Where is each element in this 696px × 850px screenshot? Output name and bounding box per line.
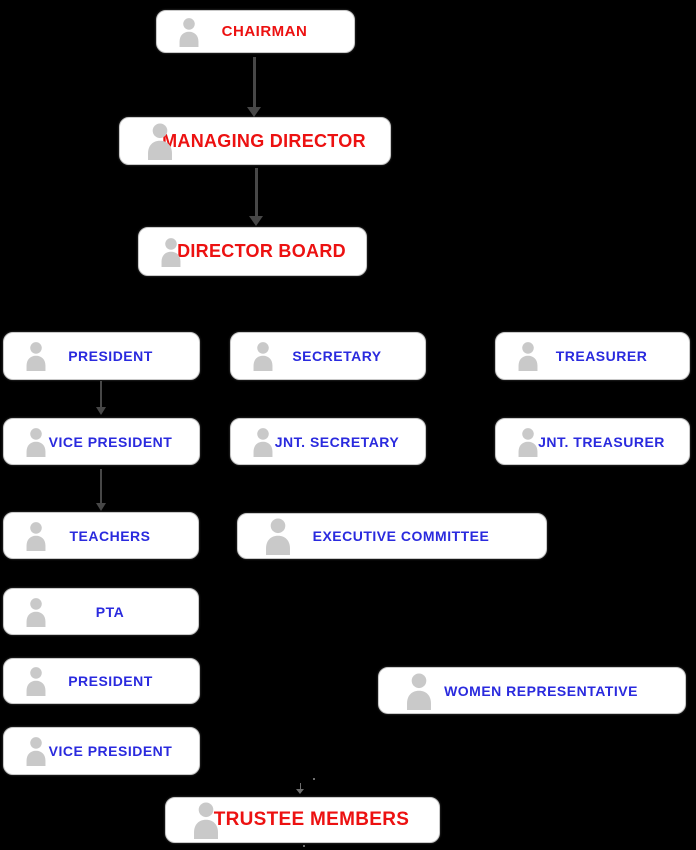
person-icon bbox=[22, 427, 50, 457]
node-trustee-members: TRUSTEE MEMBERS bbox=[165, 797, 440, 843]
edge-vice-president-teachers bbox=[100, 469, 102, 504]
node-label: TREASURER bbox=[555, 348, 648, 364]
node-label: CHAIRMAN bbox=[221, 23, 308, 40]
node-pta-president: PRESIDENT bbox=[3, 658, 200, 704]
node-director-board: DIRECTOR BOARD bbox=[138, 227, 367, 276]
person-icon bbox=[22, 736, 50, 766]
person-icon bbox=[22, 341, 50, 371]
node-label: MANAGING DIRECTOR bbox=[162, 130, 366, 151]
node-jnt-treasurer: JNT. TREASURER bbox=[495, 418, 690, 465]
node-label: TRUSTEE MEMBERS bbox=[213, 809, 410, 830]
node-pta-vice-president: VICE PRESIDENT bbox=[3, 727, 200, 775]
node-teachers: TEACHERS bbox=[3, 512, 199, 559]
node-label: EXECUTIVE COMMITTEE bbox=[312, 528, 490, 544]
person-icon bbox=[22, 597, 50, 627]
person-icon bbox=[188, 801, 224, 839]
node-vice-president: VICE PRESIDENT bbox=[3, 418, 200, 465]
node-label: PTA bbox=[95, 603, 125, 620]
faint-dot bbox=[303, 845, 305, 847]
node-label: VICE PRESIDENT bbox=[48, 743, 173, 759]
node-pta: PTA bbox=[3, 588, 199, 635]
edge-president-vice-president bbox=[100, 381, 102, 408]
arrowhead-icon bbox=[247, 107, 261, 117]
arrowhead-icon bbox=[96, 407, 106, 415]
node-label: TEACHERS bbox=[69, 527, 151, 544]
person-icon bbox=[22, 666, 50, 696]
arrowhead-icon bbox=[96, 503, 106, 511]
node-label: DIRECTOR BOARD bbox=[177, 241, 346, 261]
node-label: VICE PRESIDENT bbox=[48, 433, 173, 450]
person-icon bbox=[22, 521, 50, 551]
node-treasurer: TREASURER bbox=[495, 332, 690, 380]
person-icon bbox=[175, 17, 203, 47]
node-label: SECRETARY bbox=[292, 348, 382, 364]
edge-managing-director-director-board bbox=[255, 168, 258, 217]
node-president: PRESIDENT bbox=[3, 332, 200, 380]
node-women-representative: WOMEN REPRESENTATIVE bbox=[378, 667, 686, 714]
person-icon bbox=[260, 517, 296, 555]
node-managing-director: MANAGING DIRECTOR bbox=[119, 117, 391, 165]
node-label: PRESIDENT bbox=[68, 673, 153, 689]
person-icon bbox=[249, 427, 277, 457]
node-secretary: SECRETARY bbox=[230, 332, 426, 380]
faint-dot bbox=[313, 778, 315, 780]
node-executive-committee: EXECUTIVE COMMITTEE bbox=[237, 513, 547, 559]
node-label: PRESIDENT bbox=[68, 348, 153, 364]
person-icon bbox=[142, 122, 178, 160]
node-label: WOMEN REPRESENTATIVE bbox=[444, 682, 638, 699]
node-chairman: CHAIRMAN bbox=[156, 10, 355, 53]
arrowhead-icon bbox=[249, 216, 263, 226]
node-jnt-secretary: JNT. SECRETARY bbox=[230, 418, 426, 465]
edge-chairman-managing-director bbox=[253, 57, 256, 107]
arrowhead-icon bbox=[296, 789, 304, 794]
person-icon bbox=[514, 341, 542, 371]
node-label: JNT. TREASURER bbox=[538, 433, 665, 450]
person-icon bbox=[157, 237, 185, 267]
faint-arrow-stem bbox=[300, 783, 301, 789]
node-label: JNT. SECRETARY bbox=[274, 433, 400, 450]
person-icon bbox=[514, 427, 542, 457]
person-icon bbox=[401, 672, 437, 710]
person-icon bbox=[249, 341, 277, 371]
